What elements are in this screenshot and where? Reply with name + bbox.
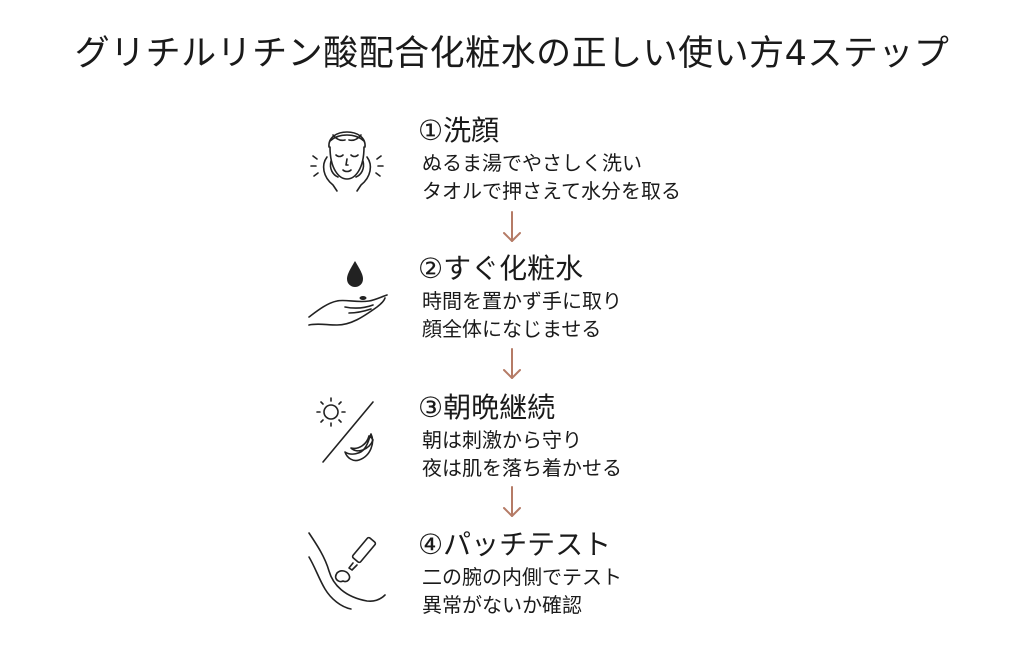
arrow-down-icon (500, 210, 524, 244)
arrow-down-icon (500, 347, 524, 381)
step-4-description-line1: 二の腕の内側でテスト (422, 565, 622, 589)
step-1-description-line2: タオルで押さえて水分を取る (422, 179, 681, 203)
step-1-wash-face: ①洗顔 ぬるま湯でやさしく洗い タオルで押さえて水分を取る (305, 113, 865, 231)
face-washing-icon (305, 113, 389, 197)
step-4-description-line2: 異常がないか確認 (422, 593, 582, 617)
step-1-heading: ①洗顔 (418, 114, 500, 147)
step-3-morning-night: ③朝晩継続 朝は刺激から守り 夜は肌を落ち着かせる (305, 390, 865, 508)
arrow-down-icon (500, 485, 524, 519)
step-2-heading: ②すぐ化粧水 (418, 252, 584, 285)
step-4-patch-test: ④パッチテスト 二の腕の内側でテスト 異常がないか確認 (305, 527, 865, 645)
page-title: グリチルリチン酸配合化粧水の正しい使い方4ステップ (74, 34, 950, 74)
arm-patch-test-icon (305, 527, 389, 611)
step-4-heading: ④パッチテスト (418, 528, 612, 561)
step-1-description-line1: ぬるま湯でやさしく洗い (422, 151, 642, 175)
step-3-heading: ③朝晩継続 (418, 391, 556, 424)
step-3-description-line2: 夜は肌を落ち着かせる (422, 456, 622, 480)
sun-moon-icon (305, 390, 389, 474)
step-2-apply-toner: ②すぐ化粧水 時間を置かず手に取り 顔全体になじませる (305, 251, 865, 369)
step-2-description-line2: 顔全体になじませる (422, 317, 602, 341)
step-2-description-line1: 時間を置かず手に取り (422, 289, 622, 313)
hand-drop-icon (305, 251, 389, 335)
step-3-description-line1: 朝は刺激から守り (422, 428, 582, 452)
